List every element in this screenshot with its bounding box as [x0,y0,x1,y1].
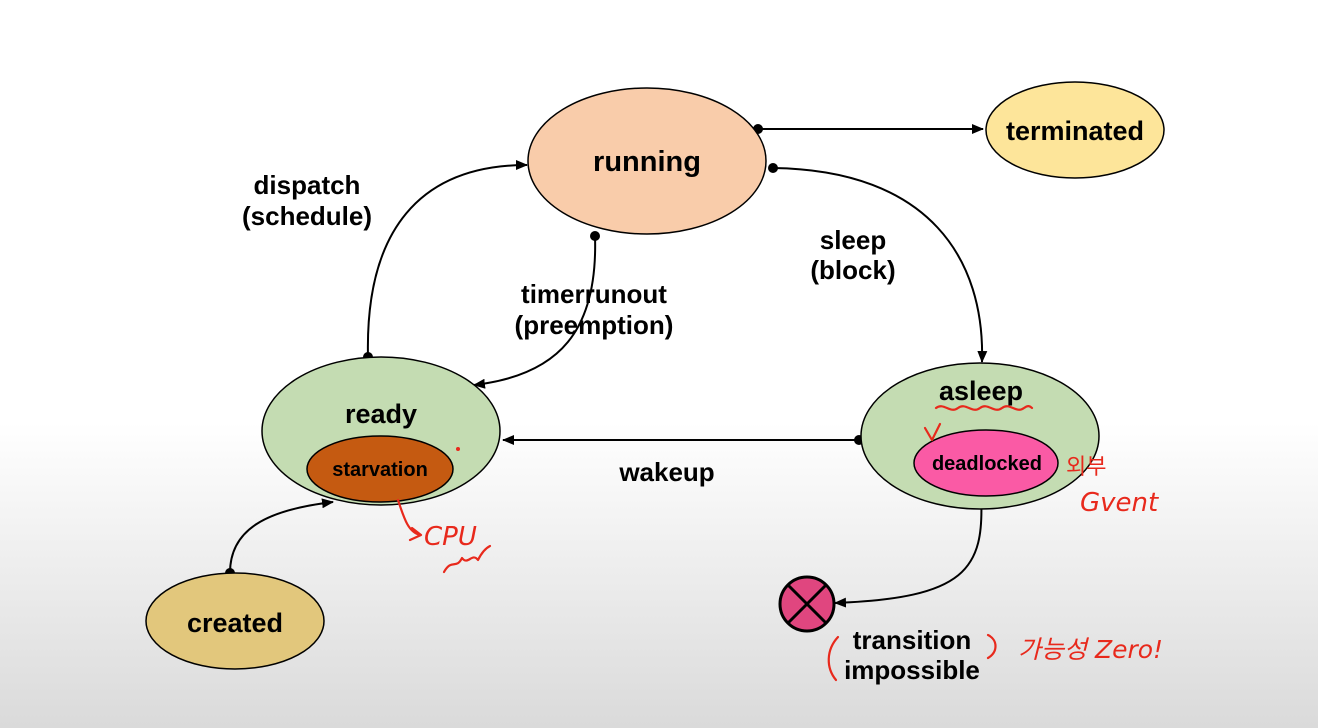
created-label: created [187,608,283,638]
timerrunout-label-line1: timerrunout [521,279,667,309]
dispatch-label-line1: dispatch [254,170,361,200]
starvation-state [306,435,454,503]
sleep-arrow [772,167,988,363]
sleep-arrow-origin-dot [768,163,778,173]
handwritten-annotations: CPU 외부 Gvent 가능성 Zero! [396,405,1163,682]
sleep-label-line2: (block) [810,255,895,285]
timerrunout-arrow-origin-dot [590,231,600,241]
asleep-underline-squiggle [934,405,1034,411]
admit-arrow [229,498,334,574]
right-paren [986,633,997,660]
dispatch-arrow [366,160,528,358]
left-paren [827,635,840,682]
impossible-arrow [834,494,983,608]
terminated-label: terminated [1006,116,1144,146]
cpu-note-arrow [396,498,423,542]
deadlocked-label: deadlocked [932,453,1042,475]
created-state [145,572,325,670]
starvation-label: starvation [332,459,428,481]
timerrunout-arrow [473,235,597,389]
event-note: Gvent [1080,488,1159,518]
impossible-label-line2: impossible [844,655,980,685]
event-note-korean: 외부 [1066,455,1106,480]
impossible-icon [778,575,836,633]
cpu-note-squiggle [442,544,492,574]
running-state [527,87,767,235]
annotation-dot [456,447,460,451]
running-label: running [593,146,701,178]
dispatch-label-line2: (schedule) [242,201,372,231]
ready-label: ready [345,399,417,429]
wakeup-label: wakeup [618,457,714,487]
timerrunout-label-line2: (preemption) [515,310,674,340]
cpu-note: CPU [424,522,477,552]
zero-note: 가능성 Zero! [1018,635,1163,664]
impossible-label-line1: transition [853,625,971,655]
deadlocked-state [913,429,1059,497]
sleep-label-line1: sleep [820,225,887,255]
deadlocked-checkmark [923,422,942,442]
asleep-label: asleep [939,376,1023,406]
terminated-state [985,81,1165,179]
